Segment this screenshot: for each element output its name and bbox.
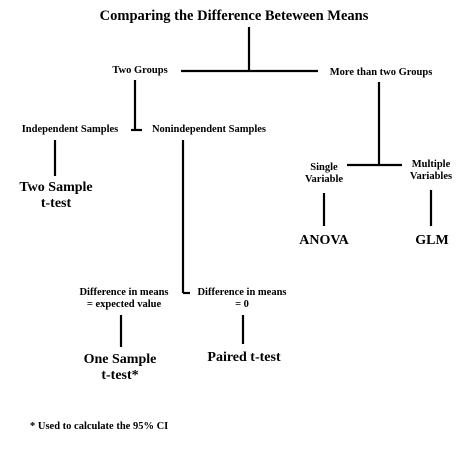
node-single-line1: Single bbox=[310, 162, 338, 173]
node-diff-expected-line1: Difference in means bbox=[79, 287, 169, 298]
node-two-groups: Two Groups bbox=[112, 65, 168, 76]
node-multiple-line1: Multiple bbox=[411, 159, 451, 170]
node-nonindependent-samples: Nonindependent Samples bbox=[151, 124, 267, 135]
node-one-sample-line1: One Sample bbox=[83, 352, 157, 367]
node-anova: ANOVA bbox=[299, 233, 349, 248]
footnote: * Used to calculate the 95% CI bbox=[30, 421, 169, 432]
node-diff-zero: Difference in means = 0 bbox=[186, 287, 298, 311]
node-diff-expected: Difference in means = expected value bbox=[64, 287, 184, 311]
node-diff-zero-line2: = 0 bbox=[235, 299, 249, 311]
node-multiple-variables: Multiple Variables bbox=[403, 159, 459, 183]
node-glm: GLM bbox=[415, 233, 449, 248]
node-diff-expected-line2: = expected value bbox=[86, 299, 162, 311]
node-single-line2: Variable bbox=[304, 174, 344, 186]
node-two-sample-line1: Two Sample bbox=[19, 180, 93, 195]
node-two-sample-line2: t-test bbox=[40, 196, 72, 212]
diagram-title: Comparing the Difference Beteween Means bbox=[99, 8, 369, 24]
node-one-sample-line2: t-test* bbox=[101, 368, 139, 384]
node-paired-t-test: Paired t-test bbox=[207, 350, 281, 365]
node-independent-samples: Independent Samples bbox=[21, 124, 119, 135]
node-single-variable: Single Variable bbox=[296, 162, 352, 186]
node-multiple-line2: Variables bbox=[409, 171, 453, 183]
node-diff-zero-line1: Difference in means bbox=[197, 287, 287, 298]
node-one-sample-t-test: One Sample t-test* bbox=[70, 352, 170, 384]
node-two-sample-t-test: Two Sample t-test bbox=[0, 180, 112, 212]
node-more-than-two-groups: More than two Groups bbox=[329, 67, 433, 78]
